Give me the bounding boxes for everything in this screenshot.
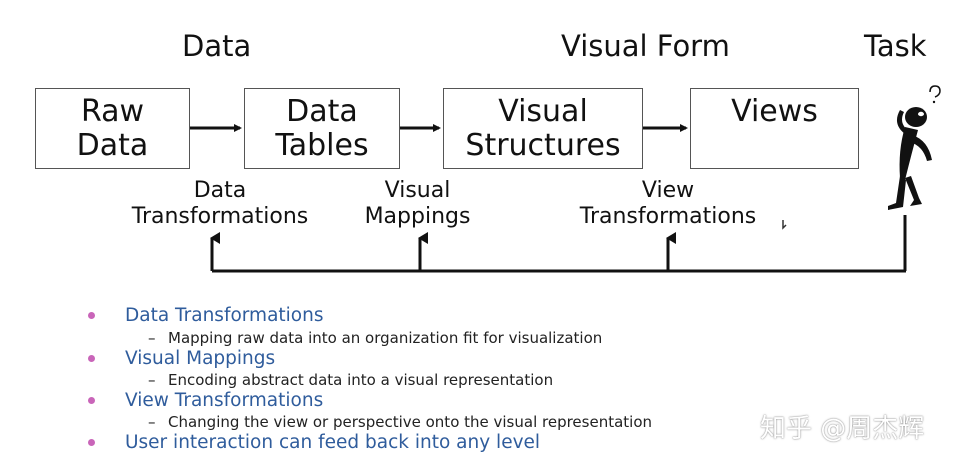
sub-dash-2: –: [148, 371, 156, 389]
views-line-1: Views: [731, 94, 818, 129]
label-view-transformations-line-1: View: [641, 178, 695, 203]
views-box: Views: [690, 88, 859, 169]
label-visual-mappings-line-1: Visual: [384, 178, 451, 203]
bullet-dot-1: [88, 312, 95, 319]
label-visual-mappings-line-2: Mappings: [364, 204, 471, 229]
thinking-person-icon: [888, 85, 941, 210]
visual-structures-line-1: Visual: [498, 94, 588, 129]
bullet-title-2: Visual Mappings: [125, 348, 276, 369]
bullet-dot-4: [88, 439, 95, 446]
data-tables-line-2: Tables: [275, 128, 369, 163]
data-tables-box: Data Tables: [244, 88, 400, 169]
header-data: Data: [182, 29, 252, 63]
header-visual-form: Visual Form: [561, 29, 730, 63]
bullet-dot-2: [88, 355, 95, 362]
data-tables-line-1: Data: [286, 94, 358, 129]
visual-structures-line-2: Structures: [465, 128, 621, 163]
bullet-detail-2: Encoding abstract data into a visual rep…: [168, 371, 554, 389]
sub-dash-3: –: [148, 413, 156, 431]
header-task: Task: [864, 29, 927, 63]
label-view-transformations: View Transformations: [563, 178, 773, 230]
visual-structures-box: Visual Structures: [443, 88, 643, 169]
label-data-transformations: Data Transformations: [115, 178, 325, 230]
raw-data-line-1: Raw: [80, 94, 145, 129]
label-data-transformations-line-1: Data: [193, 178, 247, 203]
bullet-detail-1: Mapping raw data into an organization fi…: [168, 329, 603, 347]
bullet-title-3: View Transformations: [125, 390, 324, 411]
bullet-title-1: Data Transformations: [125, 305, 324, 326]
raw-data-line-2: Data: [76, 128, 149, 163]
label-visual-mappings: Visual Mappings: [350, 178, 485, 230]
bullet-dot-3: [88, 397, 95, 404]
cursor-mark: [782, 220, 787, 230]
bullet-title-4: User interaction can feed back into any …: [125, 432, 541, 453]
label-data-transformations-line-2: Transformations: [131, 204, 309, 229]
watermark: 知乎 @周杰辉: [760, 414, 925, 444]
sub-dash-1: –: [148, 329, 156, 347]
label-view-transformations-line-2: Transformations: [579, 204, 757, 229]
bullet-detail-3: Changing the view or perspective onto th…: [168, 413, 653, 431]
raw-data-box: Raw Data: [35, 88, 190, 169]
